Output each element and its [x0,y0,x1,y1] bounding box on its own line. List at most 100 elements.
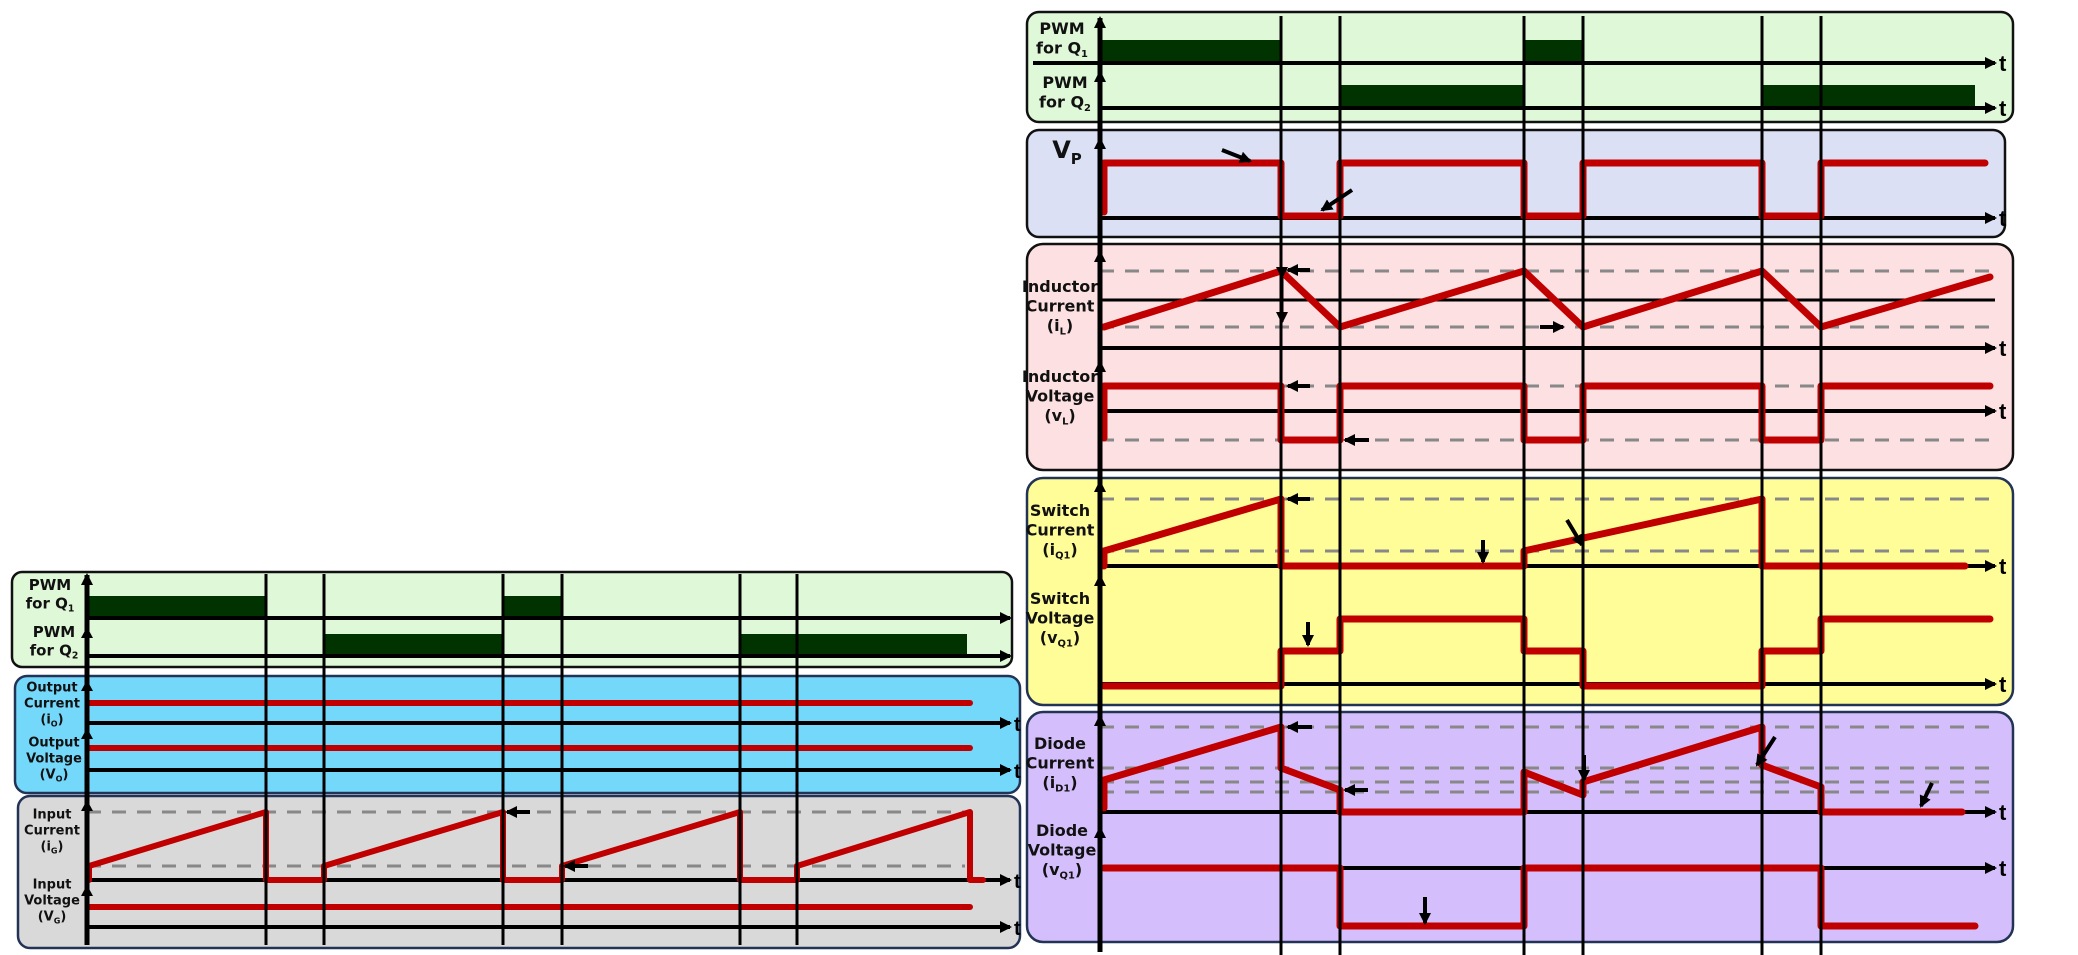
y-axis-arrowhead [1094,250,1106,262]
label-line: for Q2 [30,641,79,661]
pwm-pulse [1524,40,1583,62]
panel-diode [1025,710,2015,944]
label-line: Output [26,681,77,696]
label-line: ) [60,909,66,924]
panel-vp [1025,128,2007,239]
label-line: PWM [1042,73,1087,92]
y-axis-arrowhead [1094,70,1106,82]
y-axis-arrowhead [1094,480,1106,492]
label-line: Voltage [24,894,80,909]
vq1-waveform [1100,615,1994,690]
t-axis-label: t [1999,399,2007,424]
vp-high-arrow [1221,148,1252,163]
label-line: ) [1073,628,1080,647]
t-axis-label: t [1014,871,1021,893]
label-line: Diode [1034,734,1086,753]
label-line: Current [1026,521,1095,540]
il-waveform [1100,267,1994,331]
label-subscript: 1 [1081,49,1088,60]
label-line: Current [24,824,80,839]
label-line: (iL) [1047,316,1073,338]
label-line: PWM [1039,19,1084,38]
pwm-pulse [740,634,967,655]
label-line: PWM [33,623,75,641]
label-line: Voltage [1026,609,1095,628]
id1-drop-arrow [1755,735,1777,767]
t-axis-label: t [1999,51,2007,76]
label-line: ) [58,839,64,854]
label-line: ) [62,767,68,782]
label-subscript: O [56,774,63,783]
label-line: for Q2 [1039,92,1091,114]
t-axis-label: t [1999,856,2007,881]
panel-output [13,674,1022,795]
label-line: Current [1026,754,1095,773]
label-subscript: G [51,846,58,855]
label-subscript: L [1060,327,1067,338]
t-axis-label: t [1999,800,2007,825]
panel-inductor [1025,242,2015,472]
t-axis-label: t [1999,336,2007,361]
label-line: (iG) [41,839,64,855]
label-subscript: O [51,719,58,728]
y-axis-arrowhead [1094,826,1106,838]
panel-switch [1025,476,2015,707]
y-axis-arrowhead [1094,714,1106,726]
label-line: Switch [1030,589,1090,608]
t-axis-label: t [1014,761,1021,783]
pwm-pulse [1340,85,1524,107]
label-line: Diode [1036,821,1088,840]
pwm-pulse [324,634,503,655]
label-line: Current [24,697,80,712]
pwm-pulse [1100,40,1281,62]
t-axis-label: t [1014,918,1021,940]
label-subscript: Q1 [1060,871,1075,882]
label-subscript: G [54,916,61,925]
label-line: (VO) [40,767,69,783]
id1-zero-arrow [1919,782,1934,808]
label-subscript: 2 [1084,103,1091,114]
label-line: for Q1 [1036,38,1088,60]
t-axis-label: t [1999,206,2007,231]
label-line: Input [33,808,72,823]
label-subscript: 1 [68,604,74,615]
label-subscript: Q1 [1058,639,1073,650]
label-line: Inductor [1022,277,1098,296]
label-line: Voltage [26,752,82,767]
iq1-valley-arrow [1565,518,1584,547]
label-subscript: D1 [1055,784,1070,795]
label-subscript: P [1071,150,1082,168]
label-subscript: L [1062,417,1069,428]
label-line: ) [1068,406,1075,425]
y-axis-arrowhead [81,885,93,896]
label-line: ) [1070,540,1077,559]
label-line: Voltage [1026,387,1095,406]
t-axis-label: t [1999,554,2007,579]
y-axis-arrowhead [81,627,93,638]
label-line: (VG) [38,909,67,925]
label-line: (vL) [1044,406,1075,428]
label-line: (iO) [40,712,63,728]
label-line: ) [1066,316,1073,335]
y-axis-arrowhead [81,728,93,739]
y-axis-arrowhead [81,680,93,691]
pwm-pulse [503,596,562,617]
y-axis-arrowhead [1094,360,1106,372]
y-axis-arrowhead [1094,574,1106,586]
pwm-pulse [1762,85,1975,107]
vp-low-arrow [1320,188,1354,212]
y-axis-arrowhead [1094,137,1106,149]
t-axis-label: t [1999,96,2007,121]
